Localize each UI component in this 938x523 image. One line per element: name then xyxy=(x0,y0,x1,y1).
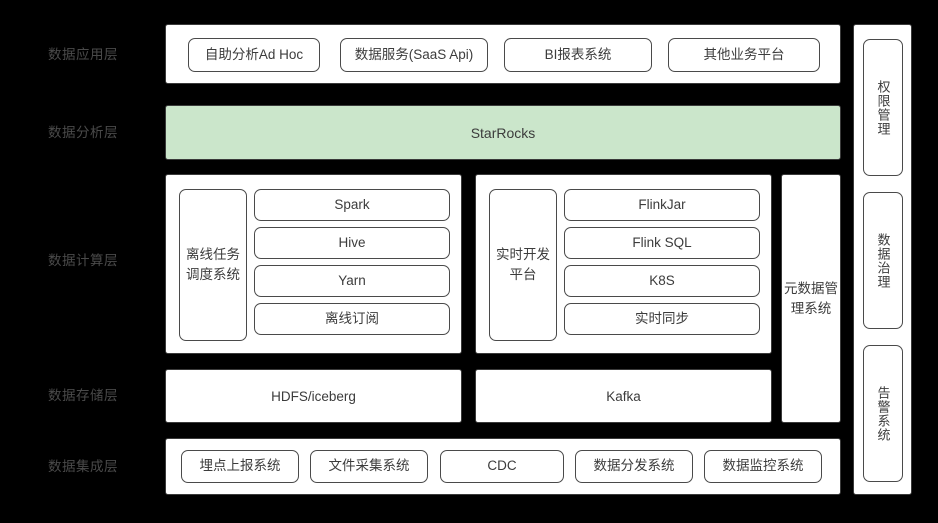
app-item-label: 其他业务平台 xyxy=(703,46,785,62)
integration-item-file-collect[interactable]: 文件采集系统 xyxy=(310,450,428,483)
realtime-item-label: Flink SQL xyxy=(632,234,692,250)
integration-item-label: 文件采集系统 xyxy=(328,458,410,474)
layer-label-compute: 数据计算层 xyxy=(48,253,118,268)
realtime-item-k8s[interactable]: K8S xyxy=(564,265,760,297)
offline-item-label: Yarn xyxy=(338,272,366,288)
storage-item-label: HDFS/iceberg xyxy=(271,388,356,404)
governance-item-label: 权限管理 xyxy=(875,79,891,136)
app-item-label: 自助分析Ad Hoc xyxy=(204,46,304,62)
layer-label-analysis: 数据分析层 xyxy=(48,125,118,140)
realtime-item-label: K8S xyxy=(649,272,675,288)
layer-label-integration: 数据集成层 xyxy=(48,459,118,474)
compute-offline-panel: 离线任务调度系统 Spark Hive Yarn 离线订阅 xyxy=(165,174,462,354)
governance-item-permission[interactable]: 权限管理 xyxy=(863,39,903,176)
integration-item-data-monitor[interactable]: 数据监控系统 xyxy=(704,450,822,483)
compute-realtime-panel: 实时开发平台 FlinkJar Flink SQL K8S 实时同步 xyxy=(475,174,772,354)
governance-item-label: 告警系统 xyxy=(875,385,891,442)
offline-item-label: Spark xyxy=(334,196,370,212)
metadata-management-label: 元数据管理系统 xyxy=(784,280,838,316)
governance-item-label: 数据治理 xyxy=(875,232,891,289)
offline-item-label: Hive xyxy=(338,234,366,250)
app-item-label: 数据服务(SaaS Api) xyxy=(354,46,474,62)
offline-item-hive[interactable]: Hive xyxy=(254,227,450,259)
app-item-other-platform[interactable]: 其他业务平台 xyxy=(668,38,820,72)
realtime-platform-label: 实时开发平台 xyxy=(496,247,550,282)
metadata-management-box[interactable]: 元数据管理系统 xyxy=(781,174,841,423)
integration-item-label: 埋点上报系统 xyxy=(199,458,281,474)
governance-item-data-governance[interactable]: 数据治理 xyxy=(863,192,903,329)
offline-item-yarn[interactable]: Yarn xyxy=(254,265,450,297)
governance-item-alerting[interactable]: 告警系统 xyxy=(863,345,903,482)
realtime-platform-box[interactable]: 实时开发平台 xyxy=(489,189,557,341)
layer-label-application: 数据应用层 xyxy=(48,47,118,62)
analysis-layer-starrocks-band[interactable]: StarRocks xyxy=(165,105,841,160)
storage-item-label: Kafka xyxy=(606,388,641,404)
storage-item-hdfs-iceberg[interactable]: HDFS/iceberg xyxy=(165,369,462,423)
integration-layer-panel: 埋点上报系统 文件采集系统 CDC 数据分发系统 数据监控系统 xyxy=(165,438,841,495)
integration-item-label: 数据监控系统 xyxy=(722,458,804,474)
governance-rail-panel: 权限管理 数据治理 告警系统 xyxy=(853,24,912,495)
realtime-item-flinkjar[interactable]: FlinkJar xyxy=(564,189,760,221)
integration-item-cdc[interactable]: CDC xyxy=(440,450,564,483)
integration-item-data-distribute[interactable]: 数据分发系统 xyxy=(575,450,693,483)
offline-item-spark[interactable]: Spark xyxy=(254,189,450,221)
layer-label-storage: 数据存储层 xyxy=(48,388,118,403)
offline-scheduler-label: 离线任务调度系统 xyxy=(186,247,240,282)
realtime-item-flink-sql[interactable]: Flink SQL xyxy=(564,227,760,259)
app-item-data-service[interactable]: 数据服务(SaaS Api) xyxy=(340,38,488,72)
realtime-item-label: FlinkJar xyxy=(638,196,686,212)
realtime-item-realtime-sync[interactable]: 实时同步 xyxy=(564,303,760,335)
offline-item-label: 离线订阅 xyxy=(325,310,379,326)
application-layer-panel: 自助分析Ad Hoc 数据服务(SaaS Api) BI报表系统 其他业务平台 xyxy=(165,24,841,84)
app-item-bi-report[interactable]: BI报表系统 xyxy=(504,38,652,72)
starrocks-label: StarRocks xyxy=(470,124,536,141)
realtime-item-label: 实时同步 xyxy=(635,310,689,326)
app-item-label: BI报表系统 xyxy=(544,46,612,62)
integration-item-tracking-report[interactable]: 埋点上报系统 xyxy=(181,450,299,483)
integration-item-label: CDC xyxy=(487,458,517,474)
offline-scheduler-box[interactable]: 离线任务调度系统 xyxy=(179,189,247,341)
app-item-adhoc[interactable]: 自助分析Ad Hoc xyxy=(188,38,320,72)
integration-item-label: 数据分发系统 xyxy=(593,458,675,474)
offline-item-offline-subscribe[interactable]: 离线订阅 xyxy=(254,303,450,335)
storage-item-kafka[interactable]: Kafka xyxy=(475,369,772,423)
